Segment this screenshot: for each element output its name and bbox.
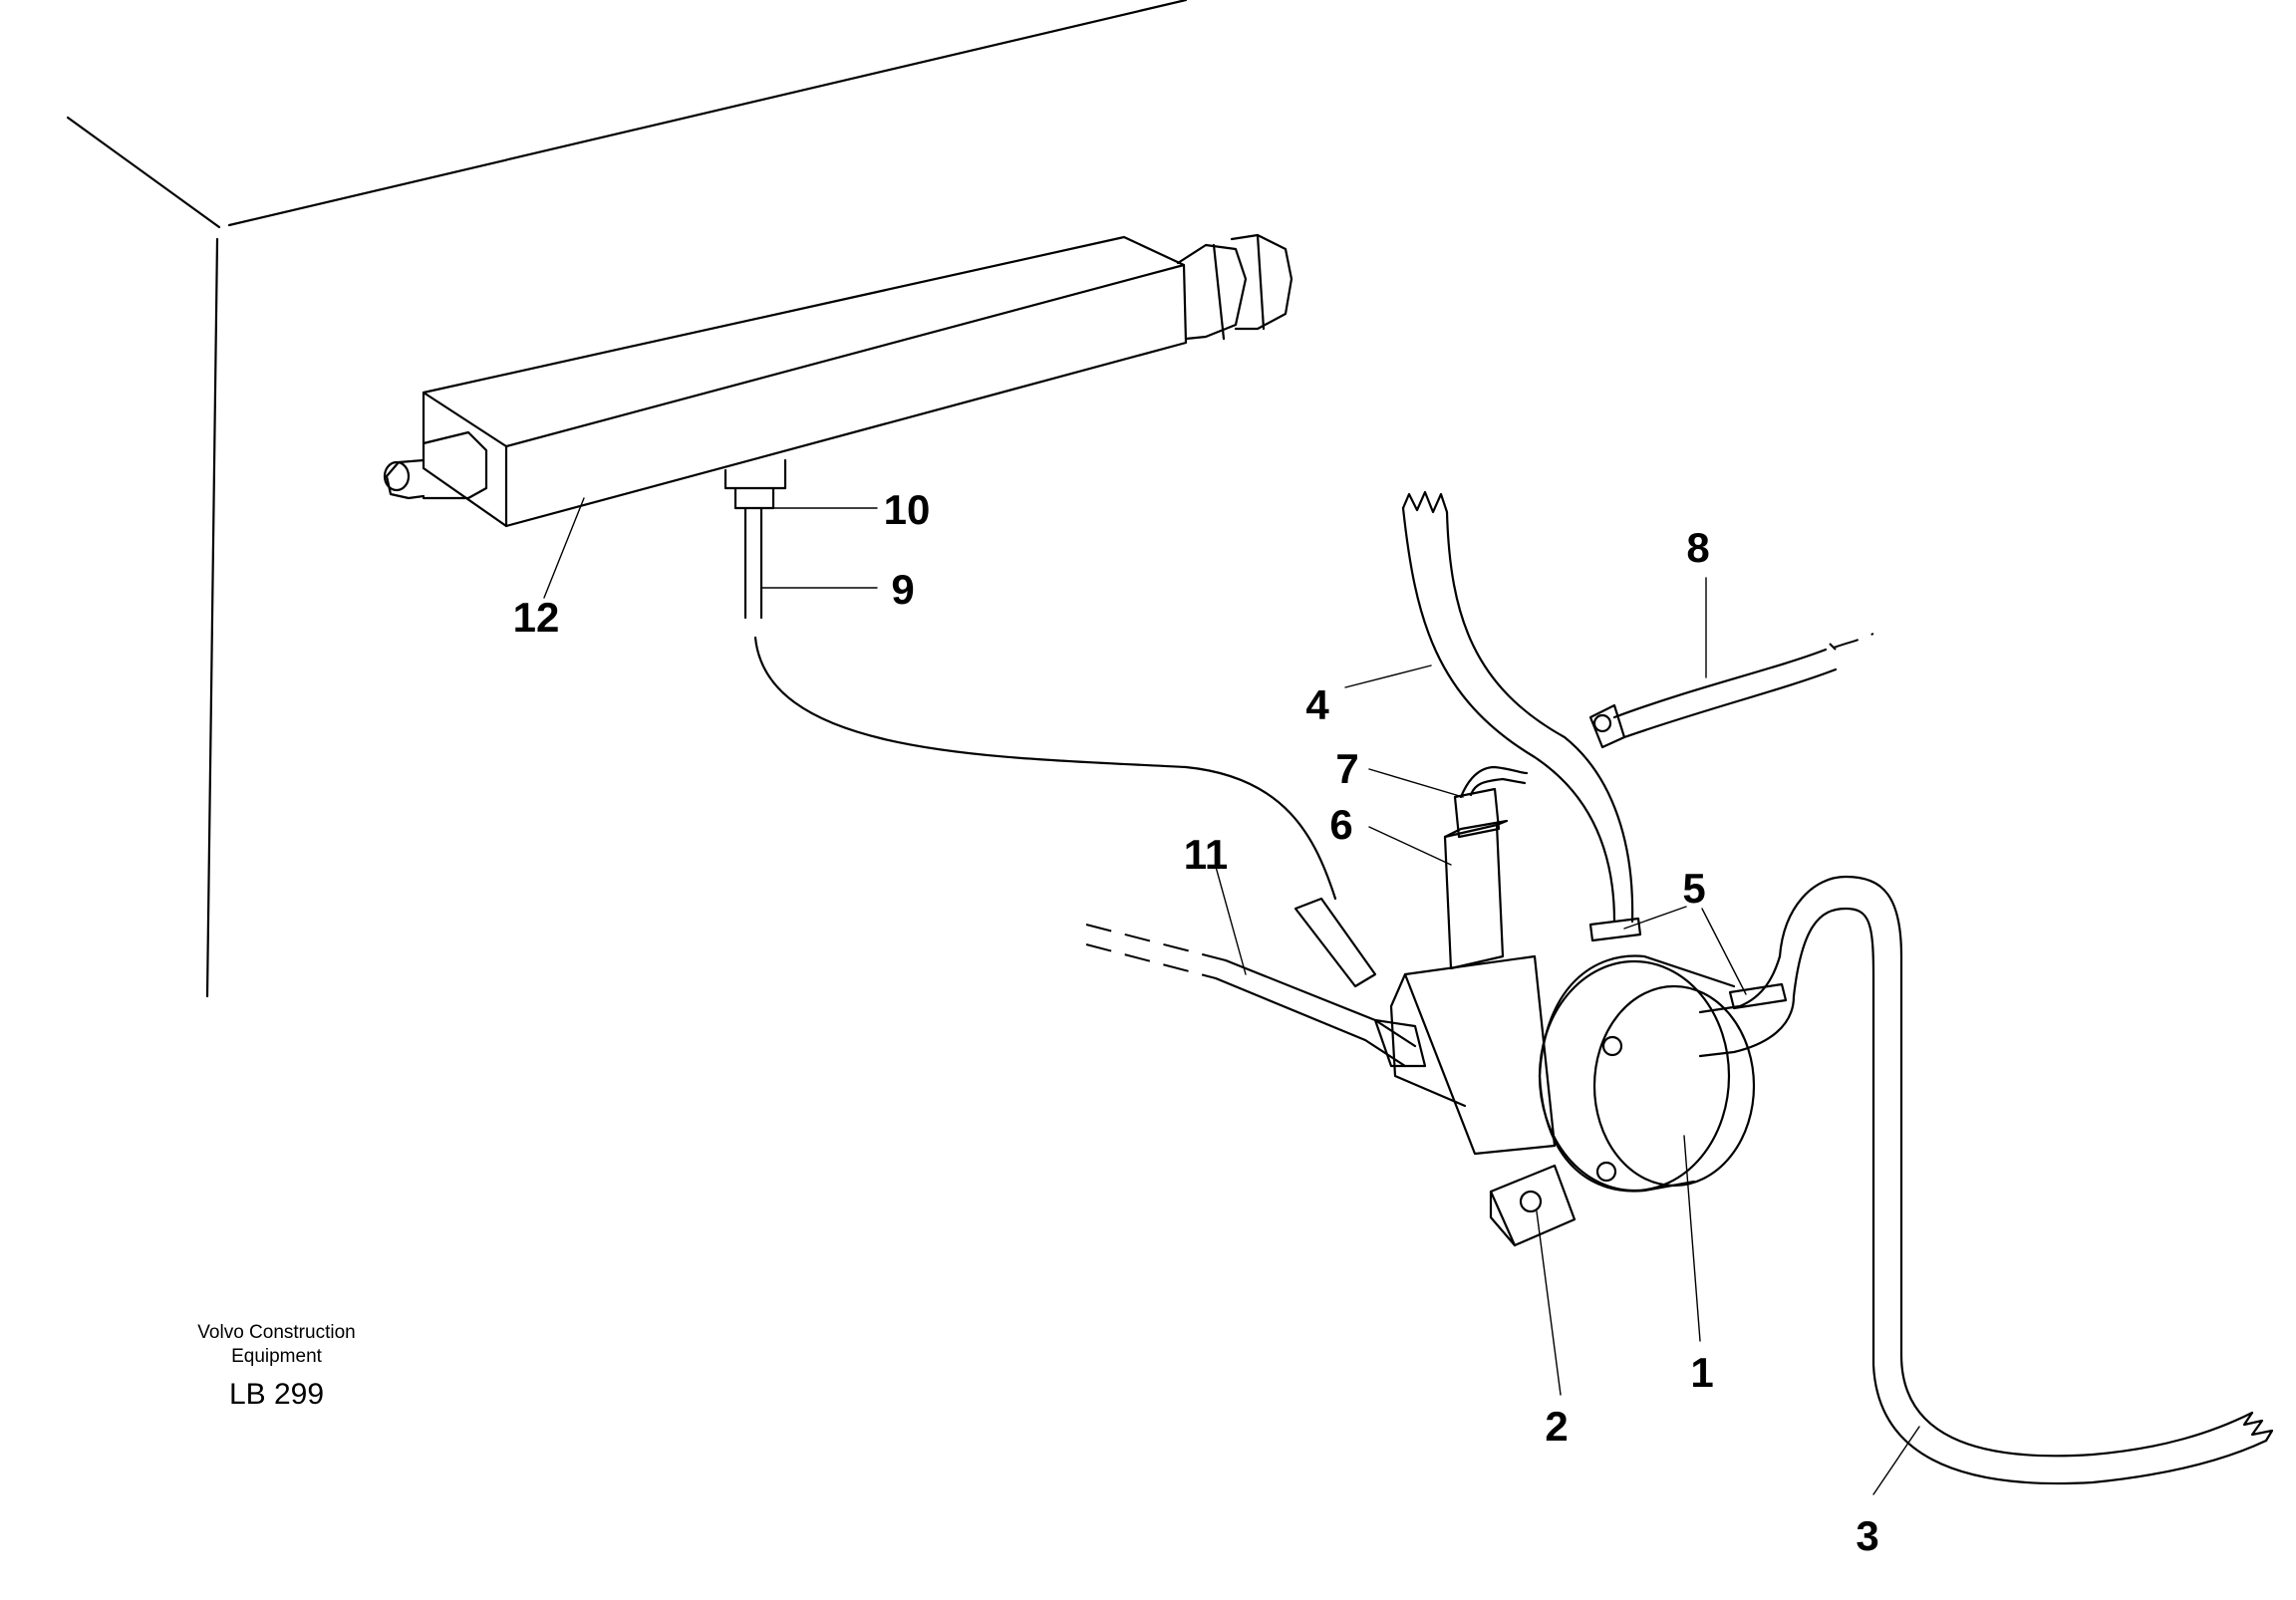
footer-drawing-code: LB 299 <box>228 1378 325 1411</box>
part-5-clamps <box>1588 917 1788 1010</box>
callout-9: 9 <box>891 566 914 613</box>
callout-5: 5 <box>1682 865 1705 912</box>
part-9-pipe <box>743 506 1377 988</box>
leader-4 <box>1344 665 1432 688</box>
leader-7 <box>1368 768 1464 798</box>
footer-brand-line2: Equipment <box>231 1346 322 1367</box>
callout-8: 8 <box>1686 524 1709 571</box>
part-11-line <box>1085 924 1427 1068</box>
callout-12: 12 <box>513 594 560 641</box>
callout-10: 10 <box>884 486 931 533</box>
leader-1 <box>1683 1135 1701 1342</box>
part-1-pump <box>1389 954 1796 1193</box>
part-4-hose <box>1401 490 1634 924</box>
leader-11 <box>1215 866 1247 975</box>
leader-12 <box>543 497 585 599</box>
leader-6 <box>1368 826 1452 866</box>
callout-6: 6 <box>1329 801 1352 848</box>
leader-5b <box>1701 908 1747 995</box>
callout-labels: 1 2 3 4 5 6 7 8 9 10 11 12 <box>513 486 1879 1559</box>
part-8-hose <box>1588 633 1874 749</box>
part-7-elbow <box>1459 765 1529 799</box>
leader-5a <box>1623 906 1687 930</box>
callout-7: 7 <box>1335 745 1358 792</box>
callout-3: 3 <box>1856 1512 1878 1559</box>
callout-11: 11 <box>1184 831 1228 878</box>
part-12-bar <box>383 233 1293 528</box>
part-3-hose <box>1778 875 2274 1485</box>
part-2-bracket <box>1489 1164 1577 1247</box>
leader-lines <box>543 497 1920 1495</box>
footer-block: Volvo Construction Equipment LB 299 <box>169 1321 384 1413</box>
frame-outline <box>66 0 1188 998</box>
leader-2 <box>1536 1210 1562 1396</box>
footer-brand-line1: Volvo Construction <box>197 1322 356 1343</box>
part-6-valve <box>1443 787 1509 970</box>
callout-2: 2 <box>1545 1403 1568 1450</box>
callout-1: 1 <box>1690 1349 1713 1396</box>
callout-4: 4 <box>1305 681 1329 728</box>
leader-3 <box>1872 1426 1920 1495</box>
